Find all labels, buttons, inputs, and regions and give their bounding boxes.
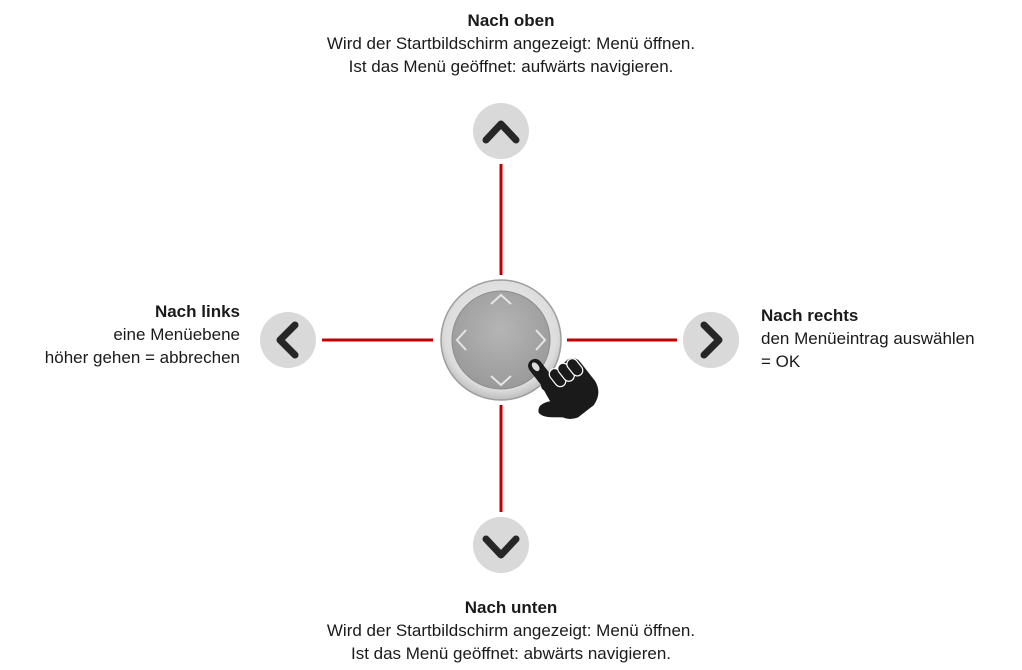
nav-left-button[interactable] bbox=[260, 312, 316, 368]
chevron-right-icon bbox=[700, 321, 723, 359]
label-down: Nach unten Wird der Startbildschirm ange… bbox=[211, 596, 811, 665]
label-left: Nach links eine Menüebene höher gehen = … bbox=[0, 300, 240, 369]
chevron-down-icon bbox=[482, 535, 520, 559]
label-down-title: Nach unten bbox=[464, 598, 558, 617]
pad-chevron-up-icon bbox=[490, 293, 512, 305]
label-left-line2: höher gehen = abbrechen bbox=[44, 348, 240, 367]
label-down-line1: Wird der Startbildschirm angezeigt: Menü… bbox=[326, 621, 696, 640]
chevron-up-icon bbox=[482, 120, 520, 144]
label-up-line1: Wird der Startbildschirm angezeigt: Menü… bbox=[326, 34, 696, 53]
label-right-title: Nach rechts bbox=[761, 306, 859, 325]
label-up: Nach oben Wird der Startbildschirm angez… bbox=[211, 9, 811, 78]
label-right-line2: = OK bbox=[761, 352, 801, 371]
pad-chevron-left-icon bbox=[455, 329, 467, 351]
label-left-line1: eine Menüebene bbox=[113, 325, 240, 344]
pad-chevron-right-icon bbox=[535, 329, 547, 351]
label-up-title: Nach oben bbox=[467, 11, 555, 30]
nav-up-button[interactable] bbox=[473, 103, 529, 159]
label-right: Nach rechts den Menüeintrag auswählen = … bbox=[761, 304, 1022, 373]
label-up-line2: Ist das Menü geöffnet: aufwärts navigier… bbox=[348, 57, 674, 76]
label-right-line1: den Menüeintrag auswählen bbox=[761, 329, 975, 348]
chevron-left-icon bbox=[276, 321, 299, 359]
pad-chevron-down-icon bbox=[490, 375, 512, 387]
label-down-line2: Ist das Menü geöffnet: abwärts navigiere… bbox=[350, 644, 672, 663]
label-left-title: Nach links bbox=[154, 302, 240, 321]
pointing-hand-icon bbox=[528, 358, 599, 419]
nav-right-button[interactable] bbox=[683, 312, 739, 368]
nav-down-button[interactable] bbox=[473, 517, 529, 573]
